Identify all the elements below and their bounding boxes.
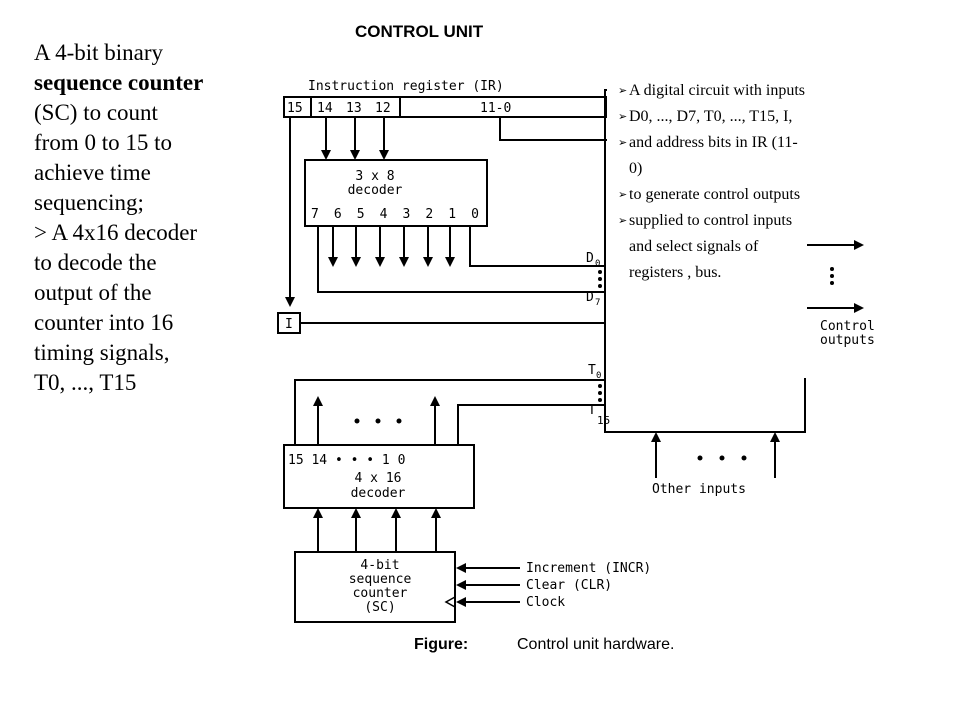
desc-line: to decode the — [34, 250, 157, 275]
d7-subscript: 7 — [595, 298, 600, 308]
ir-bits-11-0: 11-0 — [480, 101, 511, 116]
desc-line: from 0 to 15 to — [34, 130, 172, 155]
ir-bit-15: 15 — [287, 101, 303, 116]
decoder-3x8-box — [304, 159, 488, 227]
d7-label: D — [586, 290, 594, 305]
desc-line: counter into 16 — [34, 310, 174, 335]
sc-line-2: sequence — [349, 572, 412, 587]
figure-prefix: Figure: — [414, 636, 468, 653]
ir-bit-13: 13 — [346, 101, 362, 116]
callout-item: ➢A digital circuit with inputs — [618, 78, 807, 104]
desc-line: (SC) to count — [34, 100, 158, 125]
arrow-bullet-icon: ➢ — [618, 189, 628, 201]
i-label: I — [285, 317, 293, 332]
desc-line: sequencing; — [34, 190, 144, 215]
arrow-bullet-icon: ➢ — [618, 137, 628, 149]
figure-caption: Control unit hardware. — [517, 636, 674, 653]
desc-line: output of the — [34, 280, 152, 305]
t15-subscript: 15 — [597, 414, 610, 427]
t0-label: T — [588, 363, 596, 378]
sequence-counter-box — [294, 551, 456, 623]
ir-bit-12: 12 — [375, 101, 391, 116]
other-inputs-label: Other inputs — [652, 482, 746, 497]
desc-line: > A 4x16 decoder — [34, 220, 198, 245]
sc-line-4: (SC) — [364, 600, 395, 615]
sc-line-1: 4-bit — [360, 558, 399, 573]
desc-bold-term: sequence counter — [34, 70, 204, 95]
decoder-3x8-outputs: 7 6 5 4 3 2 1 0 — [311, 207, 479, 222]
callout-box: ➢A digital circuit with inputs ➢D0, ...,… — [607, 78, 807, 378]
decoder-4x16-title: 4 x 16 — [355, 471, 402, 486]
incr-label: Increment (INCR) — [526, 561, 651, 576]
callout-item: ➢and address bits in IR (11-0) — [618, 130, 807, 182]
arrow-bullet-icon: ➢ — [618, 215, 628, 227]
t0-subscript: 0 — [596, 371, 601, 381]
arrow-bullet-icon: ➢ — [618, 111, 628, 123]
control-outputs-label-2: outputs — [820, 333, 875, 348]
ir-bit-14: 14 — [317, 101, 333, 116]
decoder-4x16-outputs: 15 14 • • • 1 0 — [288, 453, 405, 468]
decoder-4x16-box — [283, 444, 475, 509]
slide-title: CONTROL UNIT — [355, 22, 484, 41]
desc-line: A 4-bit binary — [34, 40, 164, 65]
callout-item: ➢supplied to control inputs and select s… — [618, 208, 807, 286]
d0-subscript: 0 — [595, 259, 600, 269]
clr-label: Clear (CLR) — [526, 578, 612, 593]
callout-item: ➢to generate control outputs — [618, 182, 807, 208]
clock-label: Clock — [526, 595, 565, 610]
t15-label: T — [588, 403, 596, 418]
decoder-3x8-label: decoder — [348, 183, 403, 198]
left-description: A 4-bit binary sequence counter (SC) to … — [34, 38, 244, 398]
control-outputs-label-1: Control — [820, 319, 875, 334]
decoder-4x16-label: decoder — [351, 486, 406, 501]
decoder-3x8-title: 3 x 8 — [355, 169, 394, 184]
callout-list: ➢A digital circuit with inputs ➢D0, ...,… — [607, 78, 807, 286]
sc-line-3: counter — [353, 586, 408, 601]
ir-label: Instruction register (IR) — [308, 79, 504, 94]
desc-line: timing signals, — [34, 340, 170, 365]
arrow-bullet-icon: ➢ — [618, 85, 628, 97]
desc-line: achieve time — [34, 160, 151, 185]
desc-line: T0, ..., T15 — [34, 370, 137, 395]
d0-label: D — [586, 251, 594, 266]
callout-item: ➢D0, ..., D7, T0, ..., T15, I, — [618, 104, 807, 130]
